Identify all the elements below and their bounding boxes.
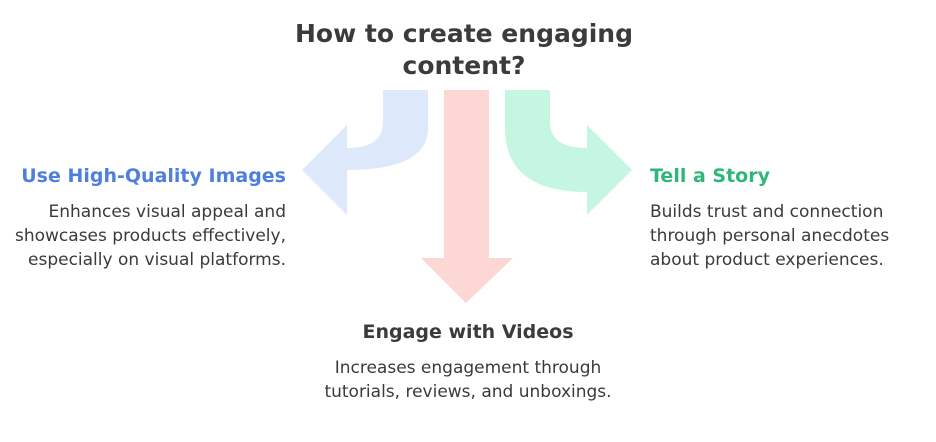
left-heading: Use High-Quality Images bbox=[21, 165, 286, 187]
right-description: Builds trust and connection through pers… bbox=[650, 202, 890, 270]
center-heading: Engage with Videos bbox=[362, 321, 574, 343]
left-curved-arrow bbox=[302, 90, 428, 215]
diagram-title: How to create engaging content? bbox=[295, 19, 633, 80]
right-curved-arrow bbox=[505, 90, 632, 215]
center-down-arrow bbox=[421, 90, 513, 303]
center-description: Increases engagement through tutorials, … bbox=[324, 358, 612, 402]
right-heading: Tell a Story bbox=[650, 165, 770, 187]
left-description: Enhances visual appeal and showcases pro… bbox=[15, 202, 286, 270]
